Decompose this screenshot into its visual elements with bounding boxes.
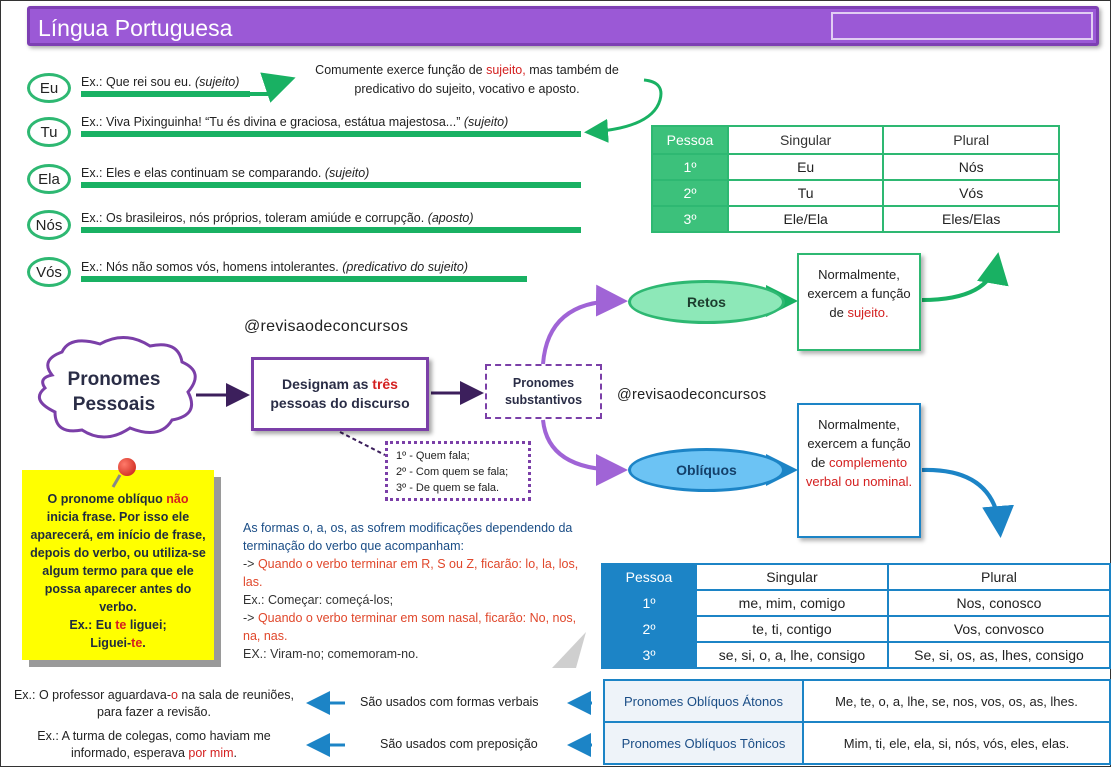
title-decor-box <box>831 12 1093 40</box>
underline-tu <box>81 131 581 137</box>
bottom-example-2: Ex.: A turma de colegas, como haviam me … <box>37 729 271 760</box>
example-tu: Ex.: Viva Pixinguinha! “Tu és divina e g… <box>81 115 509 129</box>
table-row: Pronomes Oblíquos Átonos Me, te, o, a, l… <box>603 679 1111 723</box>
bottom-example-1: Ex.: O professor aguardava-o na sala de … <box>13 688 295 719</box>
example-eu: Ex.: Que rei sou eu. (sujeito) <box>81 75 240 89</box>
retos-table: Pessoa Singular Plural 1º Eu Nós 2º Tu V… <box>651 125 1060 233</box>
use-preposition: São usados com preposição <box>380 737 538 751</box>
pronoun-circle-tu: Tu <box>27 117 71 147</box>
table-cell: 2º <box>651 179 729 207</box>
underline-ela <box>81 182 581 188</box>
list-item: 3º - De quem se fala. <box>396 482 500 494</box>
example-nos: Ex.: Os brasileiros, nós próprios, toler… <box>81 211 474 225</box>
table-header-cell: Singular <box>726 125 885 155</box>
pushpin-icon <box>118 458 136 476</box>
cloud-shape <box>37 336 197 439</box>
pronoun-circle-nos: Nós <box>27 210 71 240</box>
table-row: Pronomes Oblíquos Tônicos Mim, ti, ele, … <box>603 721 1111 765</box>
obliquos-table: Pessoa Singular Plural 1º me, mim, comig… <box>601 563 1112 669</box>
table-row: 2º te, ti, contigo Vos, convosco <box>601 615 1112 643</box>
table-cell: Eles/Elas <box>882 205 1060 233</box>
table-cell: Se, si, os, as, lhes, consigo <box>886 641 1112 669</box>
pronoun-circle-ela: Ela <box>27 164 71 194</box>
handle-text: @revisaodeconcursos <box>244 318 409 335</box>
table-cell: Ele/Ela <box>726 205 885 233</box>
table-cell: Vos, convosco <box>886 615 1112 643</box>
table-header-row: Pessoa Singular Plural <box>651 125 1060 155</box>
table-cell: me, mim, comigo <box>695 589 889 617</box>
table-row: 2º Tu Vós <box>651 179 1060 207</box>
atonos-tonicos-table: Pronomes Oblíquos Átonos Me, te, o, a, l… <box>603 679 1111 765</box>
sujeito-callout: Comumente exerce função de sujeito, mas … <box>315 63 619 96</box>
pronoun-circle-eu: Eu <box>27 73 71 103</box>
table-row: 3º se, si, o, a, lhe, consigo Se, si, os… <box>601 641 1112 669</box>
grey-triangle <box>552 632 586 668</box>
title-bar: Língua Portuguesa <box>27 6 1099 46</box>
substantivos-box: Pronomes substantivos <box>485 364 602 419</box>
pronoun-circle-vos: Vós <box>27 257 71 287</box>
table-cell: te, ti, contigo <box>695 615 889 643</box>
sticky-note: O pronome oblíquo não inicia frase. Por … <box>22 470 214 660</box>
table-cell: 3º <box>601 641 697 669</box>
list-item: 1º - Quem fala; <box>396 450 470 462</box>
page-title: Língua Portuguesa <box>38 15 233 41</box>
underline-eu <box>81 91 250 97</box>
underline-vos <box>81 276 527 282</box>
use-verbal-forms: São usados com formas verbais <box>360 695 539 709</box>
table-cell: Tu <box>726 179 885 207</box>
handle-text-2: @revisaodeconcursos <box>617 387 767 403</box>
table-row: 3º Ele/Ela Eles/Elas <box>651 205 1060 233</box>
underline-nos <box>81 227 581 233</box>
table-header-cell: Singular <box>695 563 889 591</box>
tonicos-label: Pronomes Oblíquos Tônicos <box>603 721 804 765</box>
table-row: 1º Eu Nós <box>651 153 1060 181</box>
designam-box: Designam as três pessoas do discurso <box>251 357 429 431</box>
obliquos-function-box: Normalmente, exercem a função de complem… <box>797 403 921 538</box>
atonos-label: Pronomes Oblíquos Átonos <box>603 679 804 723</box>
callout-arrow <box>584 78 663 143</box>
eu-arrow <box>250 72 296 103</box>
arrow-norm2-table <box>921 467 1015 538</box>
table-cell: 3º <box>651 205 729 233</box>
cloud-title: Pronomes Pessoais <box>67 369 161 415</box>
example-ela: Ex.: Eles e elas continuam se comparando… <box>81 166 370 180</box>
formas-text: As formas o, a, os, as sofrem modificaçõ… <box>243 521 579 661</box>
table-header-cell: Pessoa <box>601 563 697 591</box>
obliquos-oval: Oblíquos <box>628 448 785 492</box>
tonicos-value: Mim, ti, ele, ela, si, nós, vós, eles, e… <box>802 721 1111 765</box>
arrow-sub-retos <box>541 284 628 365</box>
table-cell: se, si, o, a, lhe, consigo <box>695 641 889 669</box>
table-header-cell: Plural <box>882 125 1060 155</box>
list-item: 2º - Com quem se fala; <box>396 466 509 478</box>
table-header-cell: Plural <box>886 563 1112 591</box>
arrow-sub-obliquos <box>541 419 628 486</box>
table-row: 1º me, mim, comigo Nos, conosco <box>601 589 1112 617</box>
example-vos: Ex.: Nós não somos vós, homens intoleran… <box>81 260 469 274</box>
retos-oval: Retos <box>628 280 785 324</box>
atonos-value: Me, te, o, a, lhe, se, nos, vos, os, as,… <box>802 679 1111 723</box>
table-cell: 1º <box>651 153 729 181</box>
dash-designam-list <box>339 431 386 456</box>
table-cell: Nós <box>882 153 1060 181</box>
table-cell: 2º <box>601 615 697 643</box>
pessoas-list: 1º - Quem fala; 2º - Com quem se fala; 3… <box>385 441 531 501</box>
arrow-norm1-table <box>921 252 1009 302</box>
table-cell: Eu <box>726 153 885 181</box>
table-header-cell: Pessoa <box>651 125 729 155</box>
table-cell: Nos, conosco <box>886 589 1112 617</box>
table-header-row: Pessoa Singular Plural <box>601 563 1112 591</box>
table-cell: Vós <box>882 179 1060 207</box>
retos-function-box: Normalmente, exercem a função de sujeito… <box>797 253 921 351</box>
table-cell: 1º <box>601 589 697 617</box>
